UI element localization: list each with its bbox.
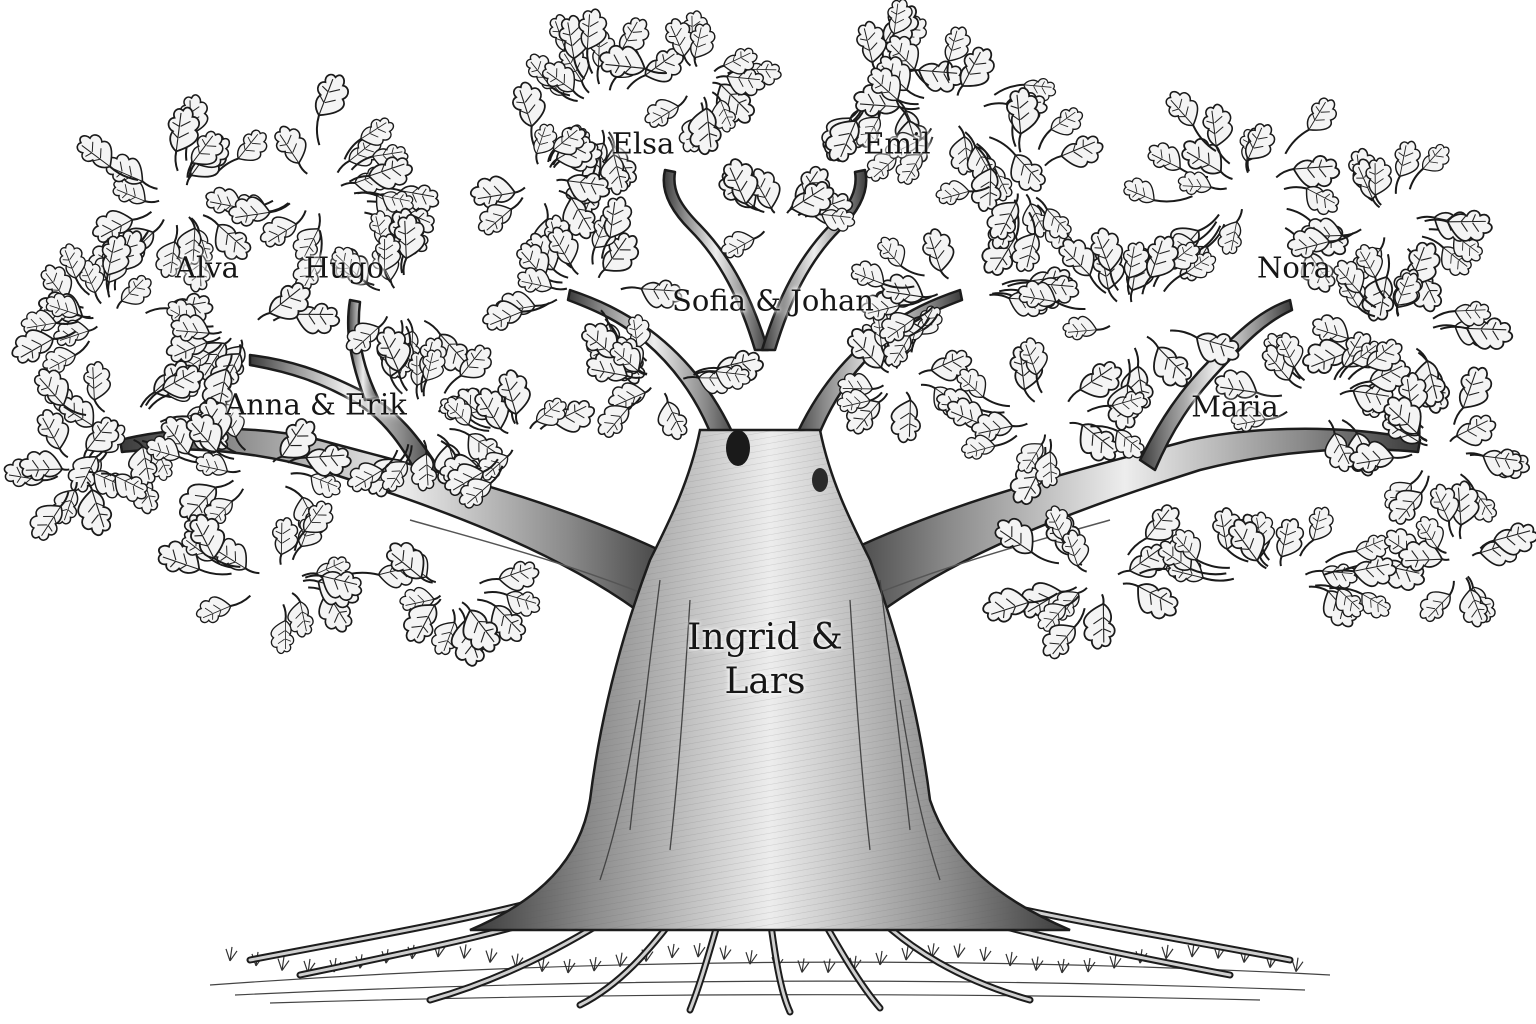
name-sofia-johan: Sofia & Johan <box>672 283 874 318</box>
name-alva: Alva <box>175 250 239 285</box>
root-name-line-1: Ingrid & <box>687 617 843 658</box>
ground <box>209 961 1331 1004</box>
leaf-clusters <box>3 0 1536 667</box>
name-anna-erik: Anna & Erik <box>225 387 407 422</box>
name-hugo: Hugo <box>304 250 384 285</box>
name-emil: Emil <box>863 126 931 161</box>
name-nora: Nora <box>1257 250 1331 285</box>
name-ingrid-lars: Ingrid & Lars <box>687 616 843 704</box>
name-maria: Maria <box>1191 389 1279 424</box>
trunk <box>469 428 1071 932</box>
name-elsa: Elsa <box>611 126 675 161</box>
root-name-line-2: Lars <box>724 661 806 702</box>
